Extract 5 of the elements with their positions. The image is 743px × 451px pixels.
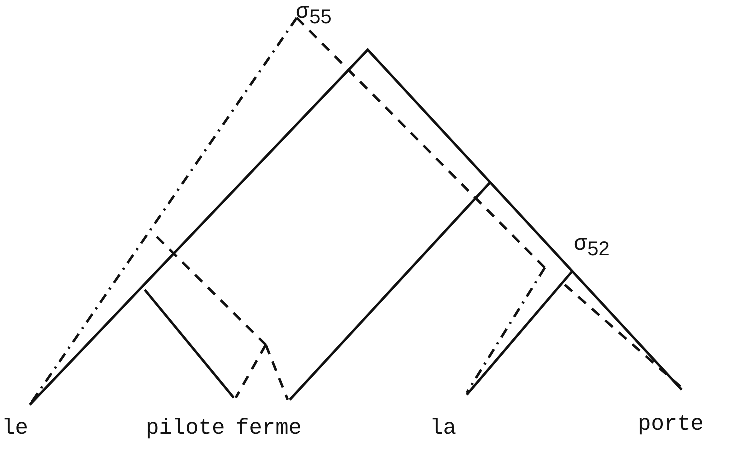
- word-label: porte: [638, 414, 704, 436]
- word-label: la: [430, 418, 456, 440]
- word-label: le: [2, 418, 28, 440]
- word-label: ferme: [236, 418, 302, 440]
- word-label: pilote: [146, 418, 226, 440]
